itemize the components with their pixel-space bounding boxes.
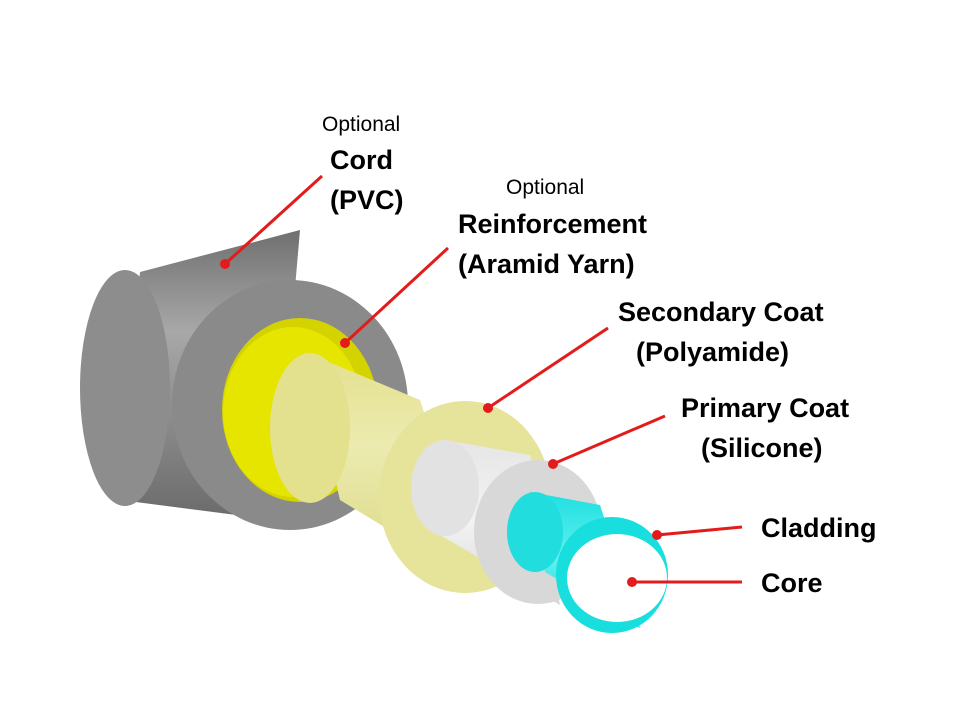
- reinforcement-material-label: (Aramid Yarn): [458, 249, 635, 279]
- leader-dots: [220, 259, 662, 587]
- cord-back-end: [80, 270, 170, 506]
- cladding-label: Cladding: [761, 513, 877, 543]
- cladding-leader-line: [656, 525, 743, 537]
- cladding-leader-dot: [652, 530, 662, 540]
- cord-optional-label: Optional: [322, 113, 401, 136]
- core-leader-dot: [627, 577, 637, 587]
- reinforcement-label: Reinforcement: [458, 209, 648, 239]
- leader-lines: [223, 174, 743, 584]
- reinforcement-leader-line: [343, 246, 450, 345]
- secondary-coat-leader-line: [487, 326, 609, 410]
- secondary-coat-material-label: (Polyamide): [636, 337, 790, 367]
- secondary-coat-leader-dot: [483, 403, 493, 413]
- core-end-face: [567, 534, 667, 622]
- reinforcement-leader-dot: [340, 338, 350, 348]
- primary-coat-leader-dot: [548, 459, 558, 469]
- primary-coat-leader-line: [552, 414, 666, 466]
- cord-leader-dot: [220, 259, 230, 269]
- reinforcement-optional-label: Optional: [506, 176, 585, 199]
- primary-coat-material-label: (Silicone): [701, 433, 823, 463]
- cord-label: Cord: [330, 145, 393, 175]
- cord-material-label: (PVC): [330, 185, 404, 215]
- primary-coat-label: Primary Coat: [681, 393, 850, 423]
- cord-leader-line: [223, 174, 324, 266]
- secondary-coat-label: Secondary Coat: [618, 297, 824, 327]
- core-label: Core: [761, 568, 823, 598]
